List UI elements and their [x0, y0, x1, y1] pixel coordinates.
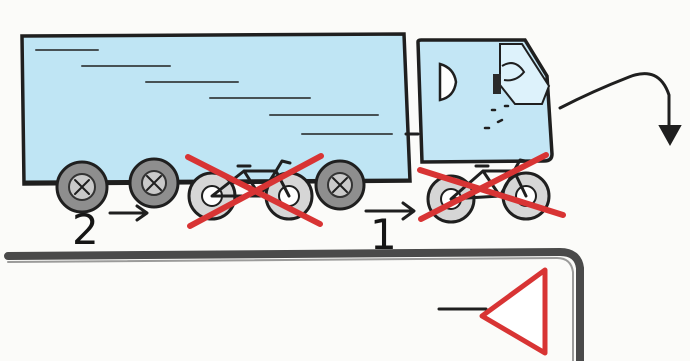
label-1: 1	[370, 210, 397, 259]
cab	[406, 40, 552, 162]
label-2: 2	[72, 205, 99, 254]
trailer-wheel-3	[316, 161, 364, 209]
trailer-wheel-2	[130, 159, 178, 207]
side-mirror	[493, 74, 501, 94]
